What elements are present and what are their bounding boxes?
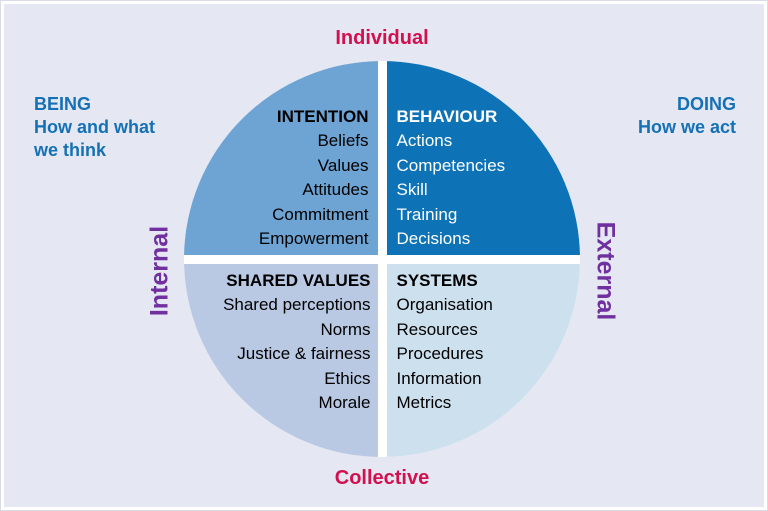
doing-heading: DOING [676,94,736,114]
quadrant-systems-title: SYSTEMS [396,270,478,290]
quadrant-item: Metrics [396,393,452,412]
quadrant-item: Shared perceptions [223,295,371,314]
quadrant-item: Competencies [396,155,506,175]
quadrant-intention-title: INTENTION [276,106,369,126]
being-note-line: we think [34,140,107,160]
quadrant-item: Empowerment [258,229,369,248]
quadrant-item: Resources [396,319,478,339]
quadrant-item: Information [396,368,482,388]
quadrant-item: Skill [396,180,428,199]
quadrant-systems: SYSTEMS Organisation Resources Procedure… [386,263,580,457]
quadrant-behaviour: BEHAVIOUR Actions Competencies Skill Tra… [386,61,580,255]
quadrant-item: Decisions [396,229,471,248]
quadrant-item: Organisation [396,295,493,314]
axis-label-collective: Collective [334,467,430,489]
quadrant-item: Ethics [324,368,371,388]
quadrant-item: Attitudes [302,180,369,199]
quadrant-item: Norms [320,319,371,339]
doing-note: DOING How we act [638,93,736,139]
axis-label-external: External [591,221,620,321]
quadrant-item: Procedures [396,344,484,363]
being-note-line: How and what [34,117,155,137]
being-heading: BEING [34,94,92,114]
quadrant-item: Justice & fairness [237,344,371,363]
quadrant-item: Beliefs [317,131,369,150]
quadrant-intention: INTENTION Beliefs Values Attitudes Commi… [184,61,378,255]
axis-label-internal: Internal [145,225,174,317]
quadrant-item: Commitment [272,204,369,224]
axis-label-individual: Individual [335,27,429,49]
quadrant-item: Morale [318,393,371,412]
quadrant-item: Values [317,155,369,175]
quadrant-shared-values-title: SHARED VALUES [226,270,371,290]
quadrant-shared-values: SHARED VALUES Shared perceptions Norms J… [184,263,378,457]
doing-note-line: How we act [637,117,736,137]
quadrant-item: Actions [396,131,453,150]
being-note: BEING How and what we think [34,93,155,162]
quadrant-circle: INTENTION Beliefs Values Attitudes Commi… [184,61,580,457]
quadrant-item: Training [396,204,458,224]
quadrant-behaviour-title: BEHAVIOUR [396,106,498,126]
